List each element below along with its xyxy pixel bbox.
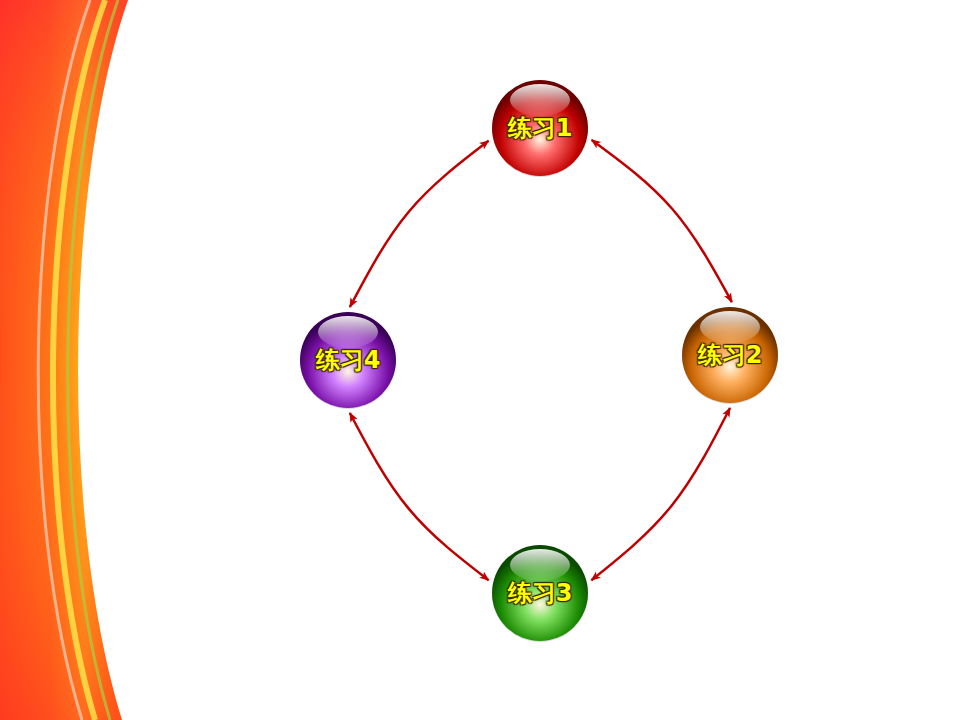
sphere-highlight xyxy=(510,84,570,116)
sphere-body xyxy=(492,545,588,641)
sphere-node: 练习4 xyxy=(298,310,398,410)
sphere-node: 练习2 xyxy=(680,305,780,405)
node-label: 练习3 xyxy=(508,577,573,609)
node-label: 练习4 xyxy=(316,344,381,376)
node-label-box: 练习4 xyxy=(298,310,398,410)
sphere-body xyxy=(492,80,588,176)
node-label-box: 练习2 xyxy=(680,305,780,405)
node-label: 练习1 xyxy=(508,112,573,144)
node-label: 练习2 xyxy=(698,339,763,371)
double-arrow xyxy=(350,413,489,580)
double-arrow xyxy=(350,141,489,307)
sphere-highlight xyxy=(700,311,760,343)
sphere-highlight xyxy=(510,549,570,581)
node-label-box: 练习3 xyxy=(490,543,590,643)
sphere-shadow xyxy=(682,308,778,404)
sphere-shadow xyxy=(300,313,396,409)
sphere-node: 练习1 xyxy=(490,78,590,178)
sphere-shadow xyxy=(492,546,588,642)
sphere-shadow xyxy=(492,81,588,177)
sphere-highlight xyxy=(318,316,378,348)
sphere-body xyxy=(300,312,396,408)
sphere-body xyxy=(682,307,778,403)
sphere-node: 练习3 xyxy=(490,543,590,643)
white-ground xyxy=(78,0,960,720)
double-arrow xyxy=(591,408,730,580)
node-label-box: 练习1 xyxy=(490,78,590,178)
double-arrow xyxy=(592,140,732,302)
